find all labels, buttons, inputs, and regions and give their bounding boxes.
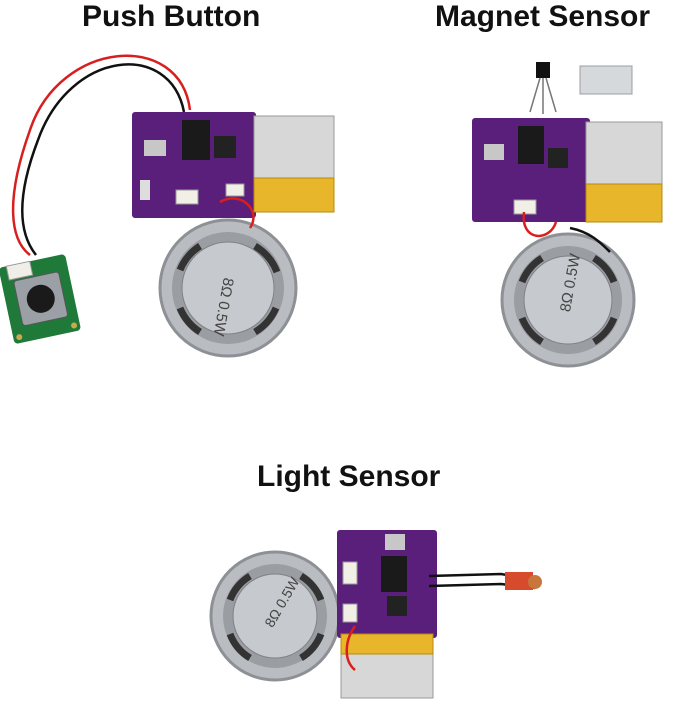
- light-sensor-title: Light Sensor: [257, 460, 441, 493]
- ldr-sensor: [505, 572, 533, 590]
- speaker: 8Ω 0.5W: [500, 232, 636, 368]
- speaker: 8Ω 0.5W: [209, 550, 341, 682]
- magnet: [579, 65, 633, 95]
- push-button-title: Push Button: [82, 0, 261, 33]
- push-button-board: [0, 254, 81, 344]
- push-button-module-photo: 8Ω 0.5W: [0, 50, 340, 380]
- light-sensor-module-photo: 8Ω 0.5W: [205, 520, 575, 700]
- sound-module-board: [132, 112, 256, 218]
- magnet-sensor-title: Magnet Sensor: [435, 0, 651, 33]
- speaker: 8Ω 0.5W: [158, 218, 298, 358]
- magnet-sensor-module-photo: 8Ω 0.5W: [460, 52, 675, 372]
